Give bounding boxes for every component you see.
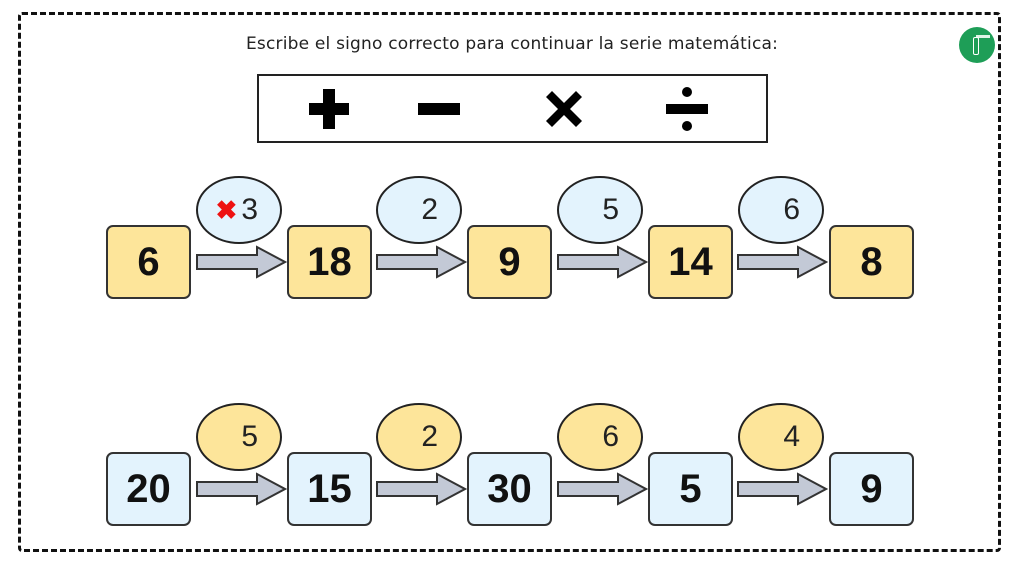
operand-bubble[interactable]: 6 — [738, 176, 824, 244]
arrow-right-icon — [376, 245, 467, 279]
minus-sign-icon[interactable] — [409, 76, 469, 141]
number-box: 9 — [467, 225, 552, 299]
operand-value: 3 — [241, 193, 258, 226]
number-box: 9 — [829, 452, 914, 526]
arrow-right-icon — [557, 245, 648, 279]
operand-bubble[interactable]: ✖3 — [196, 176, 282, 244]
arrow-right-icon — [376, 472, 467, 506]
divide-sign-icon[interactable] — [657, 76, 717, 141]
operand-bubble[interactable]: 2 — [376, 176, 462, 244]
instruction-text: Escribe el signo correcto para continuar… — [245, 34, 779, 54]
operand-bubble[interactable]: 5 — [557, 176, 643, 244]
arrow-right-icon — [196, 472, 287, 506]
brand-logo-icon — [959, 27, 995, 63]
operand-value: 4 — [783, 420, 800, 453]
operand-value: 6 — [602, 420, 619, 453]
number-box: 18 — [287, 225, 372, 299]
answer-times-mark: ✖ — [215, 194, 238, 225]
operand-value: 5 — [602, 193, 619, 226]
times-sign-icon[interactable] — [534, 76, 594, 141]
number-box: 14 — [648, 225, 733, 299]
number-box: 6 — [106, 225, 191, 299]
arrow-right-icon — [737, 472, 828, 506]
operand-bubble[interactable]: 5 — [196, 403, 282, 471]
dashed-border — [18, 12, 1001, 552]
plus-sign-icon[interactable] — [299, 76, 359, 141]
number-box: 30 — [467, 452, 552, 526]
arrow-right-icon — [557, 472, 648, 506]
operand-value: 2 — [421, 420, 438, 453]
number-box: 5 — [648, 452, 733, 526]
operand-bubble[interactable]: 6 — [557, 403, 643, 471]
arrow-right-icon — [196, 245, 287, 279]
operand-bubble[interactable]: 2 — [376, 403, 462, 471]
number-box: 15 — [287, 452, 372, 526]
operand-value: 6 — [783, 193, 800, 226]
number-box: 8 — [829, 225, 914, 299]
signs-panel — [257, 74, 768, 143]
arrow-right-icon — [737, 245, 828, 279]
number-box: 20 — [106, 452, 191, 526]
operand-value: 5 — [241, 420, 258, 453]
operand-value: 2 — [421, 193, 438, 226]
operand-bubble[interactable]: 4 — [738, 403, 824, 471]
